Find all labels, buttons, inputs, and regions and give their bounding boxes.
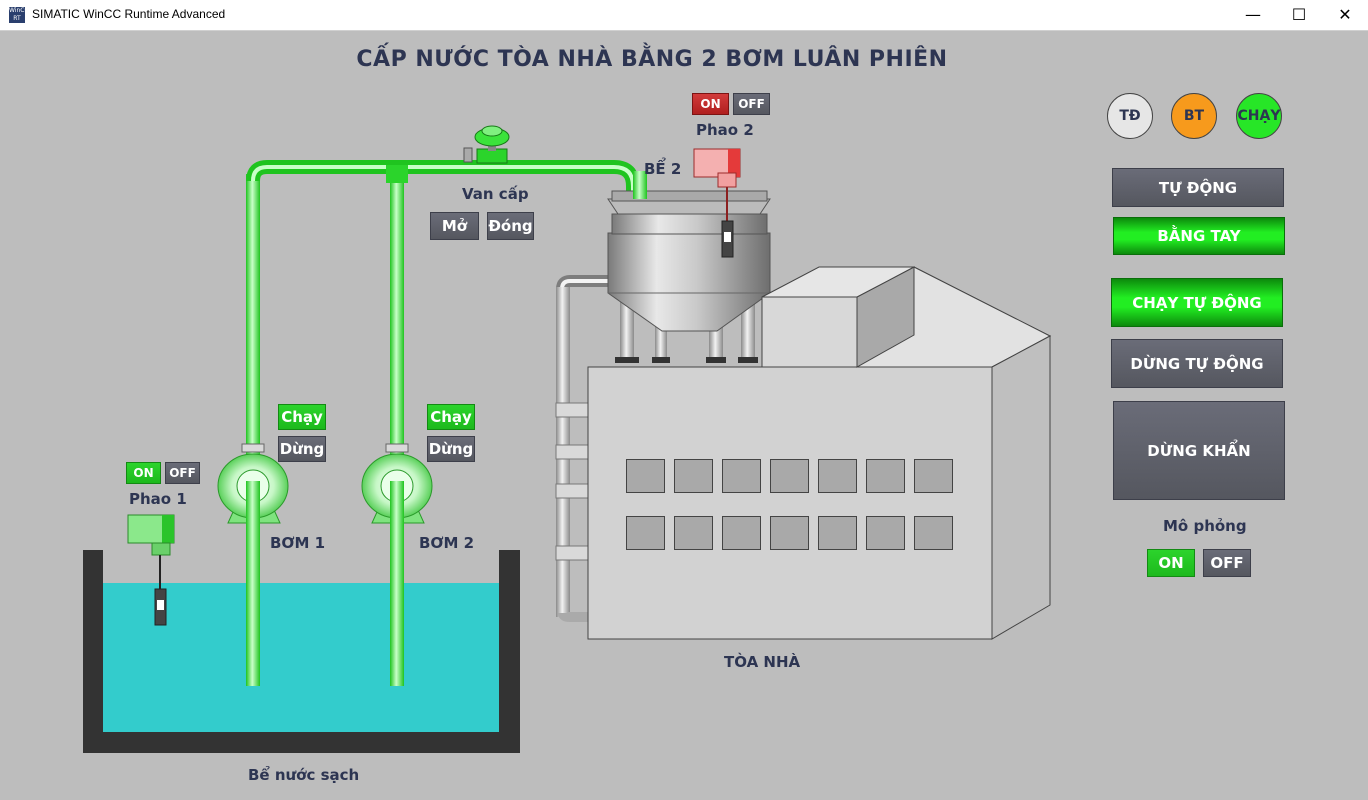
simulation-on-button[interactable]: ON [1147, 549, 1195, 577]
window-pane [914, 516, 953, 550]
simulation-label: Mô phỏng [1163, 517, 1247, 535]
window-pane [674, 516, 713, 550]
window-pane [722, 459, 761, 493]
pump-1-label: BƠM 1 [270, 534, 326, 552]
supply-valve-graphic [463, 125, 510, 164]
building-label: TÒA NHÀ [724, 653, 801, 671]
auto-run-button[interactable]: CHẠY TỰ ĐỘNG [1111, 278, 1283, 327]
float-1-off-button[interactable]: OFF [165, 462, 200, 484]
window-pane [866, 516, 905, 550]
window-pane [818, 459, 857, 493]
close-button[interactable]: ✕ [1338, 5, 1352, 24]
window-pane [626, 459, 665, 493]
simulation-off-button[interactable]: OFF [1203, 549, 1251, 577]
hmi-title: CẤP NƯỚC TÒA NHÀ BẰNG 2 BƠM LUÂN PHIÊN [356, 47, 948, 72]
hmi-screen: CẤP NƯỚC TÒA NHÀ BẰNG 2 BƠM LUÂN PHIÊN O… [2, 31, 1366, 798]
float-1-sensor [127, 514, 175, 626]
window-pane [626, 516, 665, 550]
pump-2-run-button[interactable]: Chạy [427, 404, 475, 430]
auto-stop-button[interactable]: DỪNG TỰ ĐỘNG [1111, 339, 1283, 388]
window-pane [914, 459, 953, 493]
manual-mode-indicator: BT [1171, 93, 1217, 139]
window-pane [674, 459, 713, 493]
maximize-button[interactable]: ☐ [1291, 5, 1307, 24]
process-graphics [83, 125, 1052, 753]
building-graphic [587, 266, 1052, 640]
float-1-label: Phao 1 [129, 490, 187, 508]
title-bar: WinCC RT SIMATIC WinCC Runtime Advanced … [0, 0, 1368, 31]
pump-1-stop-button[interactable]: Dừng [278, 436, 326, 462]
window-pane [770, 459, 809, 493]
pump-2-graphic [361, 443, 433, 686]
window-pane [770, 516, 809, 550]
pump-1-graphic [217, 443, 289, 686]
window-pane [866, 459, 905, 493]
window-pane [722, 516, 761, 550]
emergency-stop-button[interactable]: DỪNG KHẨN [1113, 401, 1285, 500]
float-2-sensor [693, 148, 741, 258]
window-title: SIMATIC WinCC Runtime Advanced [32, 7, 226, 21]
auto-mode-indicator: TĐ [1107, 93, 1153, 139]
tank-2-graphic [555, 171, 771, 622]
pump-2-label: BƠM 2 [419, 534, 475, 552]
valve-label: Van cấp [462, 185, 529, 203]
pump-1-run-button[interactable]: Chạy [278, 404, 326, 430]
clean-water-reservoir [83, 550, 520, 753]
valve-close-button[interactable]: Đóng [487, 212, 534, 240]
float-2-label: Phao 2 [696, 121, 754, 139]
float-1-on-button[interactable]: ON [126, 462, 161, 484]
running-indicator: CHẠY [1236, 93, 1282, 139]
valve-open-button[interactable]: Mở [430, 212, 479, 240]
manual-mode-button[interactable]: BẰNG TAY [1113, 217, 1285, 255]
reservoir-label: Bể nước sạch [248, 766, 360, 784]
pump-2-stop-button[interactable]: Dừng [427, 436, 475, 462]
window-pane [818, 516, 857, 550]
auto-mode-button[interactable]: TỰ ĐỘNG [1112, 168, 1284, 207]
tank-2-label: BỂ 2 [644, 160, 682, 178]
wincc-app-icon: WinCC RT [9, 7, 29, 23]
minimize-button[interactable]: — [1245, 5, 1261, 24]
float-2-off-button[interactable]: OFF [733, 93, 770, 115]
float-2-on-button[interactable]: ON [692, 93, 729, 115]
